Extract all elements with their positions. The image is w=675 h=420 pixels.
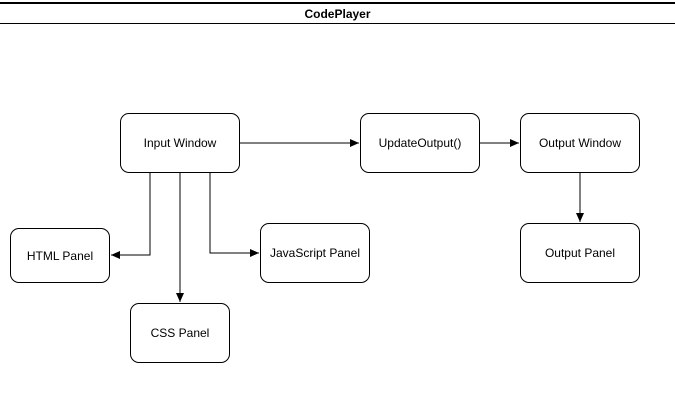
- edge-input-window-to-html-panel: [111, 173, 151, 259]
- node-update-output-label: UpdateOutput(): [378, 136, 462, 150]
- edge-input-window-to-javascript-panel: [209, 173, 259, 257]
- node-input-window[interactable]: Input Window: [120, 113, 240, 173]
- node-output-window-label: Output Window: [538, 136, 622, 150]
- node-javascript-panel-label: JavaScript Panel: [269, 246, 361, 260]
- node-html-panel[interactable]: HTML Panel: [10, 228, 110, 283]
- node-css-panel-label: CSS Panel: [150, 326, 210, 340]
- node-css-panel[interactable]: CSS Panel: [130, 303, 230, 363]
- node-input-window-label: Input Window: [143, 136, 217, 150]
- node-output-window[interactable]: Output Window: [520, 113, 640, 173]
- node-output-panel-label: Output Panel: [544, 246, 616, 260]
- diagram-title: CodePlayer: [304, 6, 371, 21]
- node-javascript-panel[interactable]: JavaScript Panel: [260, 223, 370, 283]
- node-output-panel[interactable]: Output Panel: [520, 223, 640, 283]
- diagram-title-bar: CodePlayer: [0, 2, 675, 24]
- node-html-panel-label: HTML Panel: [26, 248, 94, 263]
- node-update-output[interactable]: UpdateOutput(): [360, 113, 480, 173]
